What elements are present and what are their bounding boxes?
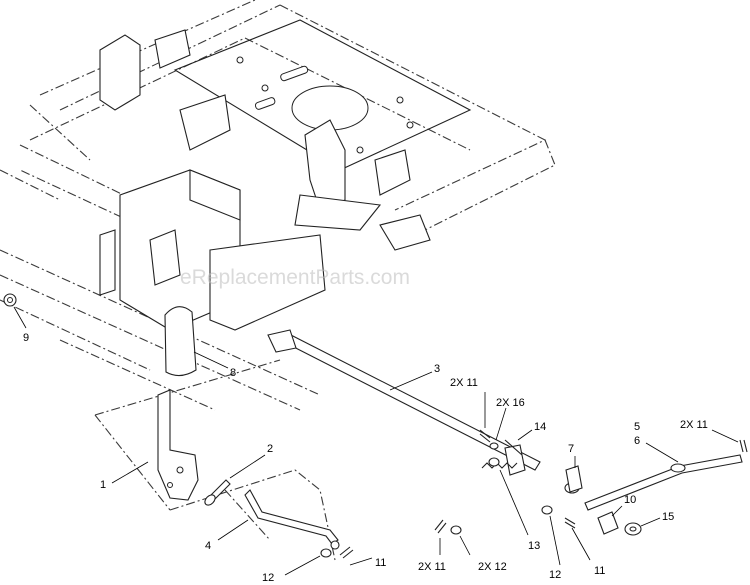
part-2-bolt — [204, 454, 266, 506]
callout-14: 14 — [534, 421, 546, 433]
part-5-6-linkage-rod — [584, 442, 743, 511]
callout-7: 7 — [568, 443, 574, 455]
callout-2x12: 2X 12 — [478, 561, 507, 573]
part-3-cross-shaft — [267, 329, 580, 494]
callout-15: 15 — [662, 511, 674, 523]
side-frame-block — [99, 169, 382, 331]
part-15-washer — [624, 517, 661, 536]
part-14-pin — [504, 429, 533, 456]
linkage-guide-lines — [94, 359, 336, 561]
callout-13: 13 — [528, 540, 540, 552]
watermark: eReplacementParts.com — [180, 266, 410, 289]
callout-6: 6 — [634, 435, 640, 447]
part-8-pedal-pad — [164, 306, 229, 377]
callout-5: 5 — [634, 421, 640, 433]
callout-9: 9 — [23, 332, 29, 344]
part-4-control-rod — [217, 489, 340, 550]
part-13-spring — [481, 462, 529, 536]
part-10-bushing — [597, 505, 623, 535]
part-1-pedal-arm — [111, 389, 199, 501]
callout-8: 8 — [230, 367, 236, 379]
callout-2x11-bottom: 2X 11 — [418, 561, 446, 573]
callout-3: 3 — [434, 363, 440, 375]
callout-11-mid: 11 — [594, 565, 605, 577]
upper-brackets — [99, 29, 431, 251]
callout-1: 1 — [100, 479, 106, 491]
mounting-plate — [173, 19, 472, 171]
callout-2x16: 2X 16 — [496, 397, 525, 409]
part-9-nut — [3, 293, 27, 329]
small-hardware — [284, 392, 748, 576]
callout-2x11-right: 2X 11 — [680, 419, 708, 431]
callout-10: 10 — [624, 494, 636, 506]
callout-2: 2 — [267, 443, 273, 455]
callout-2x11-top: 2X 11 — [450, 377, 478, 389]
callout-12-right: 12 — [549, 569, 561, 581]
callout-12-left: 12 — [262, 572, 274, 584]
part-7-stud — [565, 456, 583, 493]
callout-11-left: 11 — [375, 557, 386, 569]
callout-4: 4 — [205, 540, 211, 552]
